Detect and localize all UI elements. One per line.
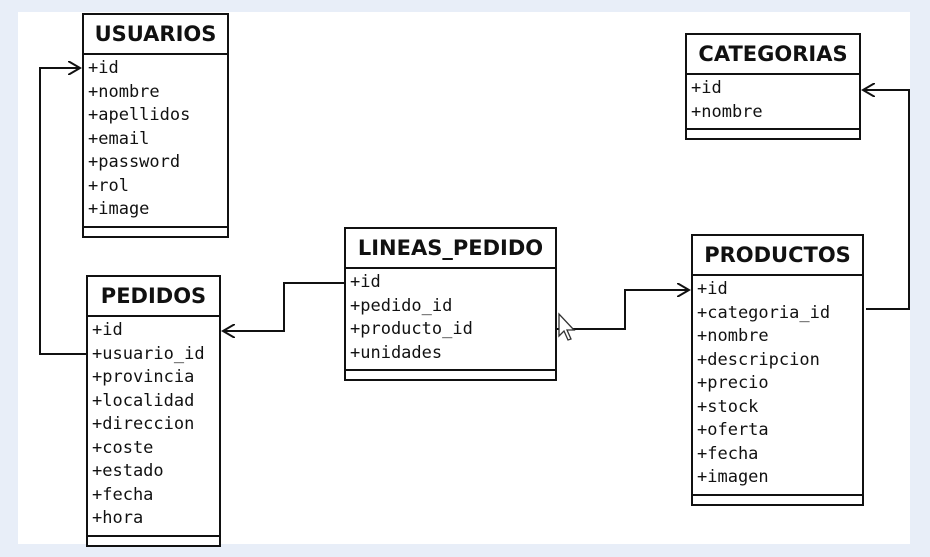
attribute: +imagen bbox=[697, 467, 769, 487]
attribute: +id bbox=[691, 78, 722, 98]
attribute: +apellidos bbox=[88, 105, 191, 125]
attribute: +descripcion bbox=[697, 349, 820, 370]
entity-pedidos[interactable]: PEDIDOS +id +usuario_id +provincia +loca… bbox=[86, 275, 221, 547]
attribute: +nombre bbox=[697, 326, 769, 346]
entity-lineas-pedido[interactable]: LINEAS_PEDIDO +id +pedido_id +producto_i… bbox=[344, 227, 557, 381]
attribute: +password bbox=[88, 152, 181, 172]
attribute: +provincia bbox=[92, 367, 195, 387]
attribute: +fecha bbox=[92, 484, 154, 505]
attribute: +direccion bbox=[92, 414, 195, 434]
attribute: +hora bbox=[92, 508, 144, 528]
entity-categorias[interactable]: CATEGORIAS +id +nombre bbox=[685, 33, 861, 140]
attribute-list: +id +categoria_id +nombre +descripcion +… bbox=[693, 276, 862, 496]
attribute-list: +id +nombre bbox=[687, 75, 859, 130]
entity-productos[interactable]: PRODUCTOS +id +categoria_id +nombre +des… bbox=[691, 234, 864, 506]
attribute-list: +id +pedido_id +producto_id +unidades bbox=[346, 269, 555, 371]
operations-section bbox=[84, 228, 227, 236]
attribute: +precio bbox=[697, 373, 769, 393]
attribute-list: +id +usuario_id +provincia +localidad +d… bbox=[88, 317, 219, 537]
attribute: +fecha bbox=[697, 443, 759, 464]
attribute: +estado bbox=[92, 461, 164, 481]
attribute: +id bbox=[92, 320, 123, 340]
attribute: +id bbox=[88, 58, 119, 78]
attribute: +nombre bbox=[691, 101, 763, 122]
entity-title: LINEAS_PEDIDO bbox=[346, 229, 555, 269]
attribute: +categoria_id bbox=[697, 302, 831, 323]
operations-section bbox=[693, 496, 862, 504]
attribute: +oferta bbox=[697, 420, 769, 440]
attribute: +stock bbox=[697, 396, 759, 417]
attribute: +id bbox=[697, 279, 728, 299]
entity-title: USUARIOS bbox=[84, 15, 227, 55]
attribute: +coste bbox=[92, 437, 154, 458]
attribute: +image bbox=[88, 199, 150, 219]
attribute: +unidades bbox=[350, 342, 443, 363]
entity-title: CATEGORIAS bbox=[687, 35, 859, 75]
attribute: +localidad bbox=[92, 390, 195, 411]
entity-title: PEDIDOS bbox=[88, 277, 219, 317]
attribute: +rol bbox=[88, 175, 129, 196]
attribute: +producto_id bbox=[350, 319, 473, 339]
attribute: +usuario_id bbox=[92, 343, 205, 364]
operations-section bbox=[88, 537, 219, 545]
entity-title: PRODUCTOS bbox=[693, 236, 862, 276]
entity-usuarios[interactable]: USUARIOS +id +nombre +apellidos +email +… bbox=[82, 13, 229, 238]
attribute: +email bbox=[88, 128, 150, 149]
operations-section bbox=[687, 130, 859, 138]
attribute-list: +id +nombre +apellidos +email +password … bbox=[84, 55, 227, 228]
attribute: +id bbox=[350, 272, 381, 292]
operations-section bbox=[346, 371, 555, 379]
attribute: +pedido_id bbox=[350, 295, 453, 316]
attribute: +nombre bbox=[88, 81, 160, 102]
